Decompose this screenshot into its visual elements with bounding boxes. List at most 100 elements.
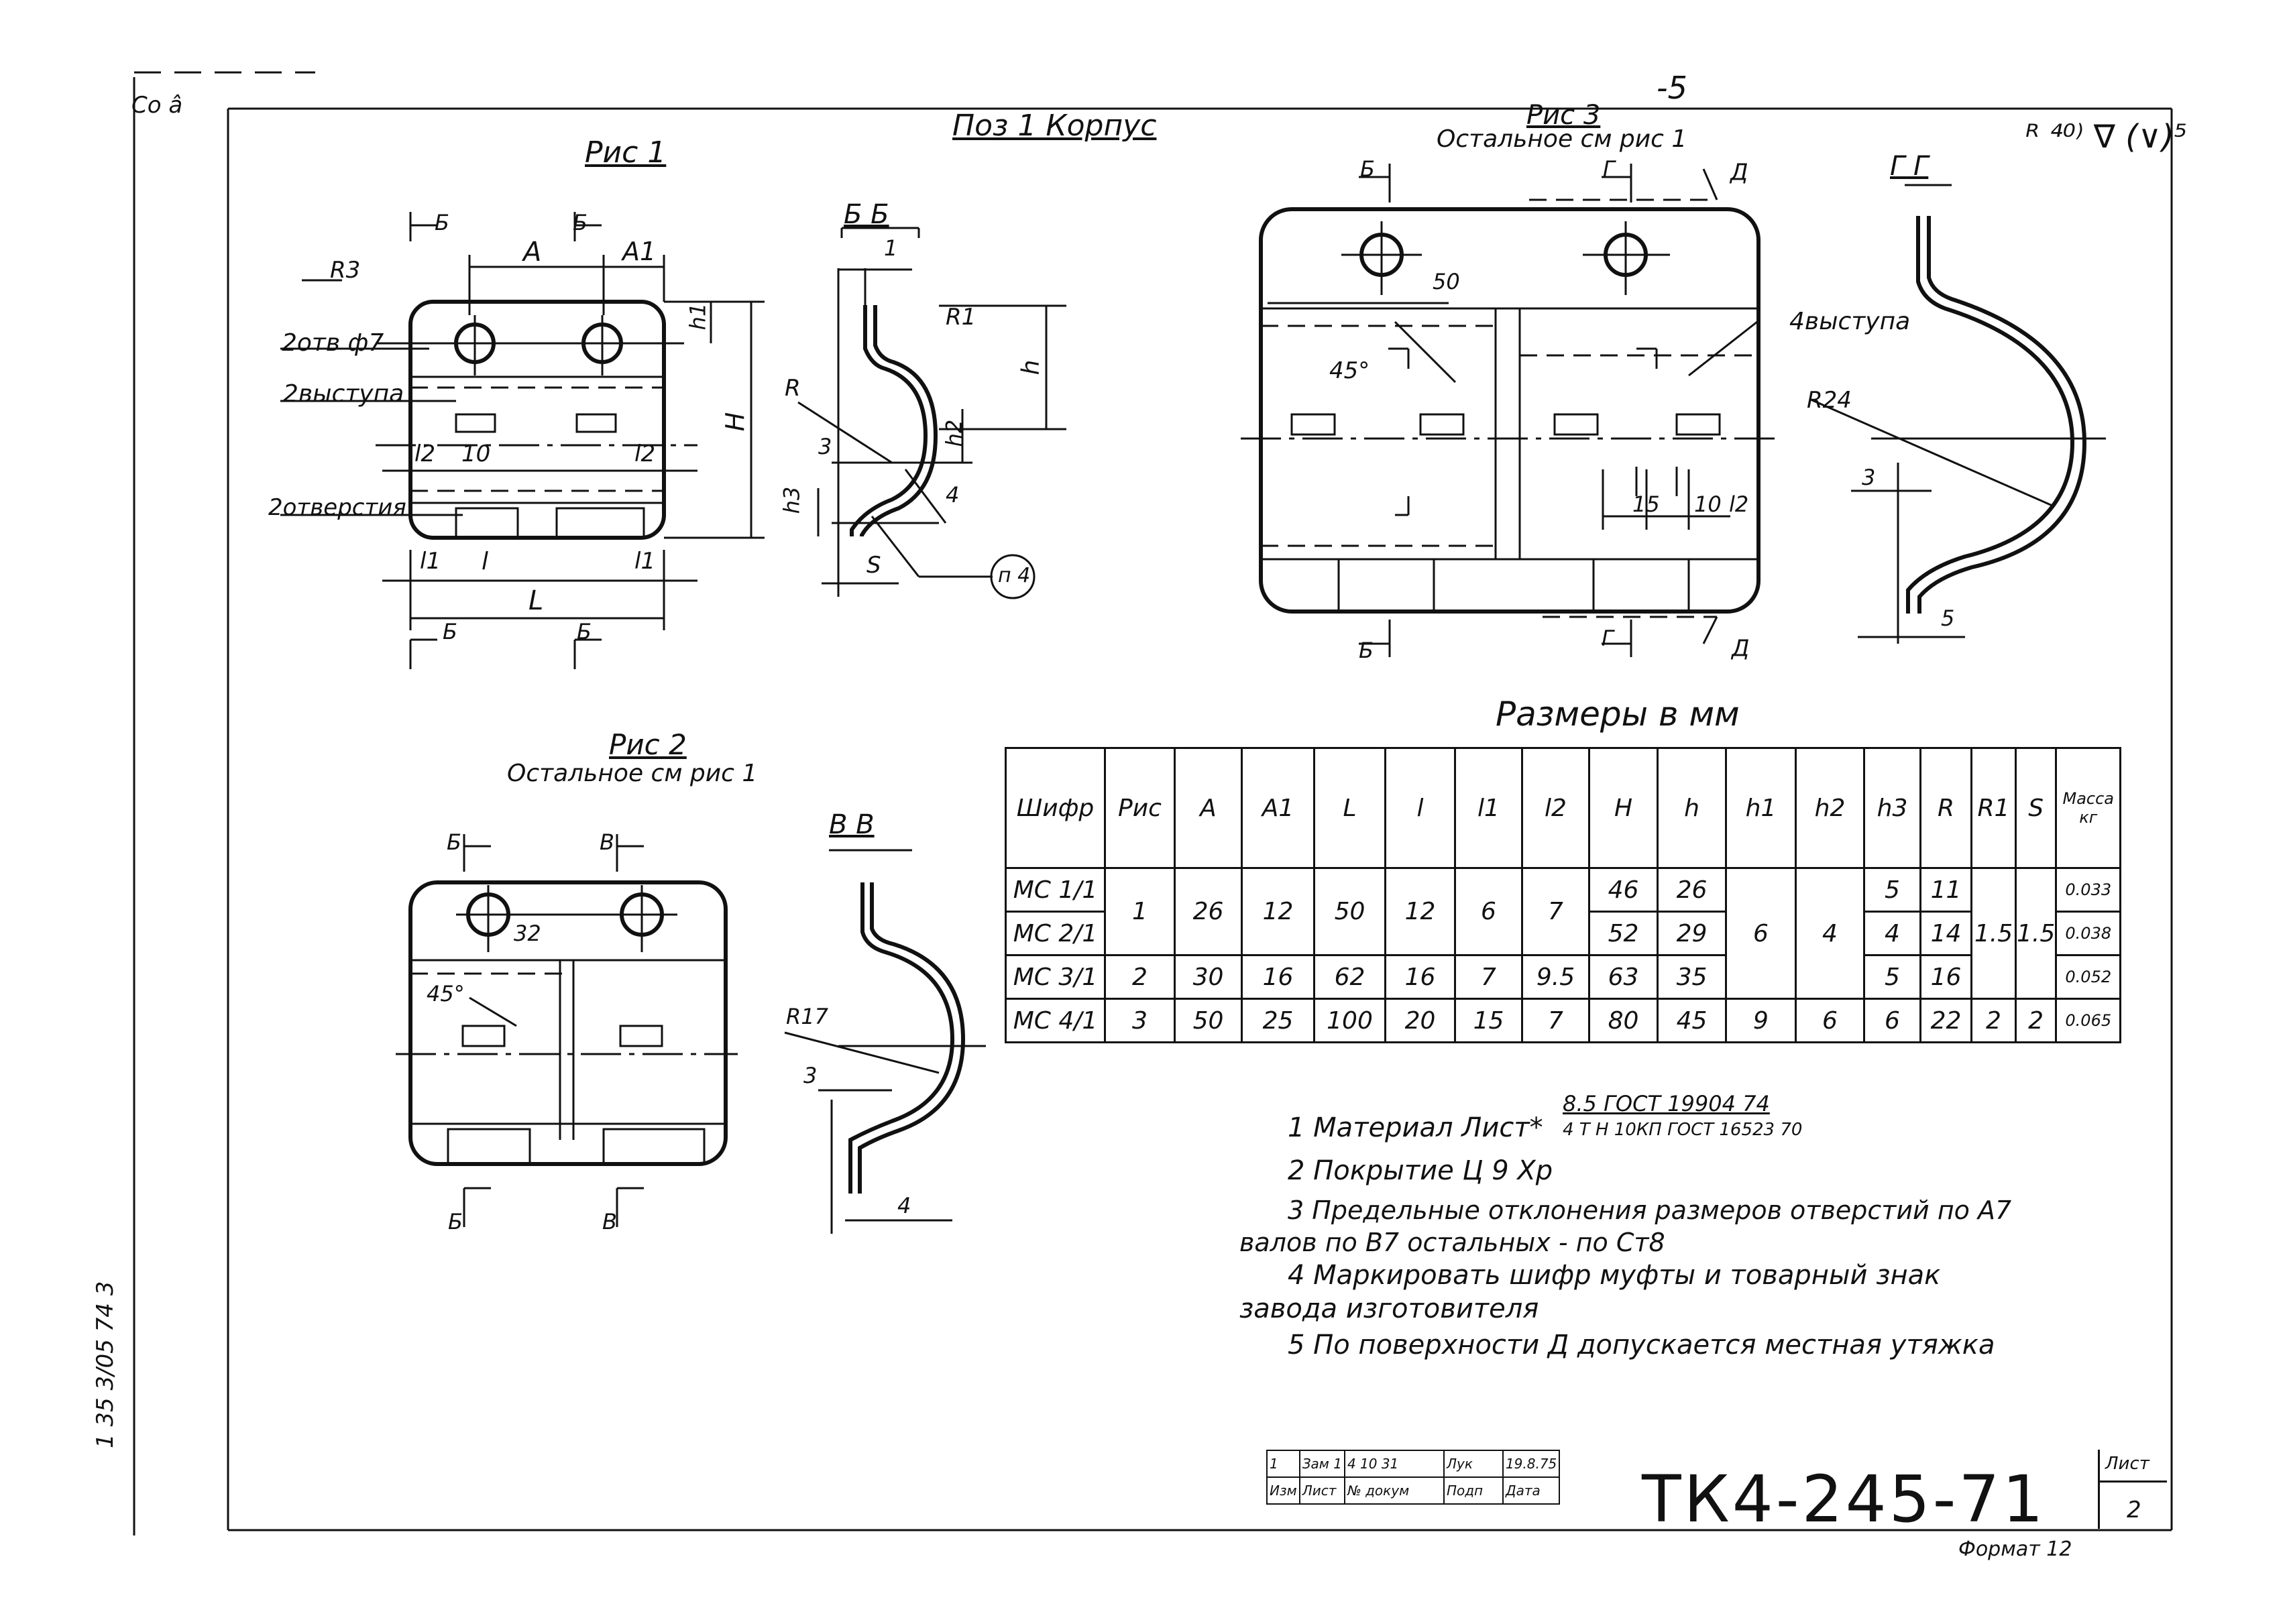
fig1-label-l2-right: l2 (634, 441, 656, 467)
cell-a: 30 (1174, 954, 1243, 1000)
section-gg-label-three: 3 (1862, 465, 1876, 490)
fig1-label-b-mid: Б (573, 210, 588, 235)
cell-fig: 3 (1104, 998, 1176, 1043)
cell-mass: 0.052 (2055, 954, 2122, 1000)
fig1-label-b-bot-left: Б (443, 619, 457, 644)
document-code: ТК4-245-71 (1642, 1462, 2046, 1537)
cell-fig: 1 (1104, 867, 1176, 956)
cell-h1: 6 (1725, 867, 1797, 1000)
section-gg-profile (1810, 184, 2106, 644)
header-a: A (1174, 747, 1243, 869)
cell-r: 11 (1919, 867, 1972, 913)
fig1-label-b-bot-right: Б (577, 619, 592, 644)
cell-h: 35 (1657, 954, 1727, 1000)
revision-grid: 1 Зам 1 4 10 31 Лук 19.8.75 Изм Лист № д… (1266, 1450, 1561, 1505)
cell-a: 26 (1174, 867, 1243, 956)
fig1-label-openings: 2отверстия (268, 494, 406, 521)
cell-h2: 6 (1795, 998, 1865, 1043)
cell-r1: 1.5 (1970, 867, 2017, 1000)
cell-h2: 4 (1795, 867, 1865, 1000)
cell-h: 29 (1657, 911, 1727, 956)
cell-r: 14 (1919, 911, 1972, 956)
section-gg-title: Г Г (1890, 151, 1929, 182)
header-fig: Рис (1104, 747, 1176, 869)
section-vv-label-three: 3 (803, 1063, 818, 1088)
section-vv-title: В В (829, 809, 875, 840)
fig2-label-b-bot: Б (448, 1209, 463, 1234)
header-a1: A1 (1241, 747, 1315, 869)
fig1-label-l: l (482, 548, 489, 575)
header-big-h: H (1588, 747, 1659, 869)
col-change: Изм (1266, 1476, 1300, 1505)
fig2-subtitle: Остальное см рис 1 (507, 760, 758, 787)
rev-change: 1 (1266, 1450, 1300, 1478)
cell-code: МС 1/1 (1005, 867, 1106, 913)
fig3-label-d-top: Д (1730, 159, 1748, 186)
col-doc: № докум (1343, 1476, 1445, 1505)
cell-fig: 2 (1104, 954, 1176, 1000)
note-3b: валов по В7 остальных - по Ст8 (1239, 1228, 1665, 1257)
fig1-label-l1-left: l1 (420, 548, 441, 575)
fig1-label-a1: A1 (622, 237, 657, 266)
cell-big-h: 63 (1588, 954, 1659, 1000)
cell-big-l: 62 (1313, 954, 1386, 1000)
cell-h: 45 (1657, 998, 1727, 1043)
margin-stamp: 1 35 3/05 74 3 (92, 1281, 119, 1448)
section-bb-profile (797, 227, 1066, 599)
fig1-label-h1: h1 (685, 302, 711, 331)
cell-l2: 7 (1521, 998, 1590, 1043)
header-mass: Масса кг (2055, 747, 2122, 869)
cell-code: МС 4/1 (1005, 998, 1106, 1043)
note-2: 2 Покрытие Ц 9 Хр (1288, 1155, 1553, 1186)
table-caption: Размеры в мм (1496, 695, 1740, 734)
cell-h3: 6 (1863, 998, 1921, 1043)
section-vv-profile (784, 849, 986, 1234)
fig3-label-fifty: 50 (1433, 269, 1460, 294)
cell-l: 16 (1384, 954, 1456, 1000)
cell-big-h: 46 (1588, 867, 1659, 913)
cell-h3: 5 (1863, 954, 1921, 1000)
fig1-label-l2-left: l2 (414, 441, 436, 467)
fig3-subtitle: Остальное см рис 1 (1437, 125, 1687, 153)
fig3-label-b-bot: Б (1359, 638, 1374, 663)
cell-h3: 5 (1863, 867, 1921, 913)
cell-h: 26 (1657, 867, 1727, 913)
cell-l1: 6 (1454, 867, 1523, 956)
cell-a1: 25 (1241, 998, 1315, 1043)
header-l1: l1 (1454, 747, 1523, 869)
header-code: Шифр (1005, 747, 1106, 869)
section-bb-label-four: 4 (946, 482, 960, 508)
header-h2: h2 (1795, 747, 1865, 869)
section-bb-label-one: 1 (884, 235, 898, 261)
fig3-label-l2: l2 (1729, 491, 1749, 517)
cell-code: МС 3/1 (1005, 954, 1106, 1000)
cell-r1: 2 (1970, 998, 2017, 1043)
fig3-label-bumps: 4выступа (1789, 308, 1911, 335)
fig1-label-l1-right: l1 (634, 548, 656, 575)
section-gg-label-five: 5 (1941, 605, 1955, 631)
cell-h1: 9 (1725, 998, 1797, 1043)
header-s: S (2014, 747, 2058, 869)
dimensions-table: Шифр Рис A A1 L l l1 l2 H h h1 h2 h3 R R… (1005, 747, 2122, 1043)
note-4a: 4 Маркировать шифр муфты и товарный знак (1288, 1260, 1941, 1291)
section-bb-label-h: h (1017, 359, 1045, 375)
fig1-label-r3: R3 (330, 257, 361, 284)
fig3-label-d-bot: Д (1732, 635, 1750, 662)
cell-r: 22 (1919, 998, 1972, 1043)
header-h1: h1 (1725, 747, 1797, 869)
table-row: МС 2/1 52 29 4 14 0.038 (1005, 911, 2122, 956)
title-block: 1 Зам 1 4 10 31 Лук 19.8.75 Изм Лист № д… (1266, 1450, 2167, 1537)
section-gg-label-r24: R24 (1807, 387, 1852, 414)
fig1-label-ten: 10 (461, 441, 491, 467)
section-bb-label-h2: h2 (941, 419, 967, 447)
cell-l1: 15 (1454, 998, 1523, 1043)
fig1-label-big-l: L (528, 585, 544, 616)
fig3-label-angle: 45° (1329, 357, 1370, 384)
fig1-label-holes: 2отв ф7 (282, 329, 384, 357)
note-1-fraction-bottom: 4 Т Н 10КП ГОСТ 16523 70 (1563, 1120, 1803, 1140)
format-label: Формат 12 (1958, 1538, 2072, 1561)
header-l: l (1384, 747, 1456, 869)
cell-s: 2 (2014, 998, 2058, 1043)
cell-mass: 0.033 (2055, 867, 2122, 913)
section-bb-label-s: S (867, 552, 881, 579)
